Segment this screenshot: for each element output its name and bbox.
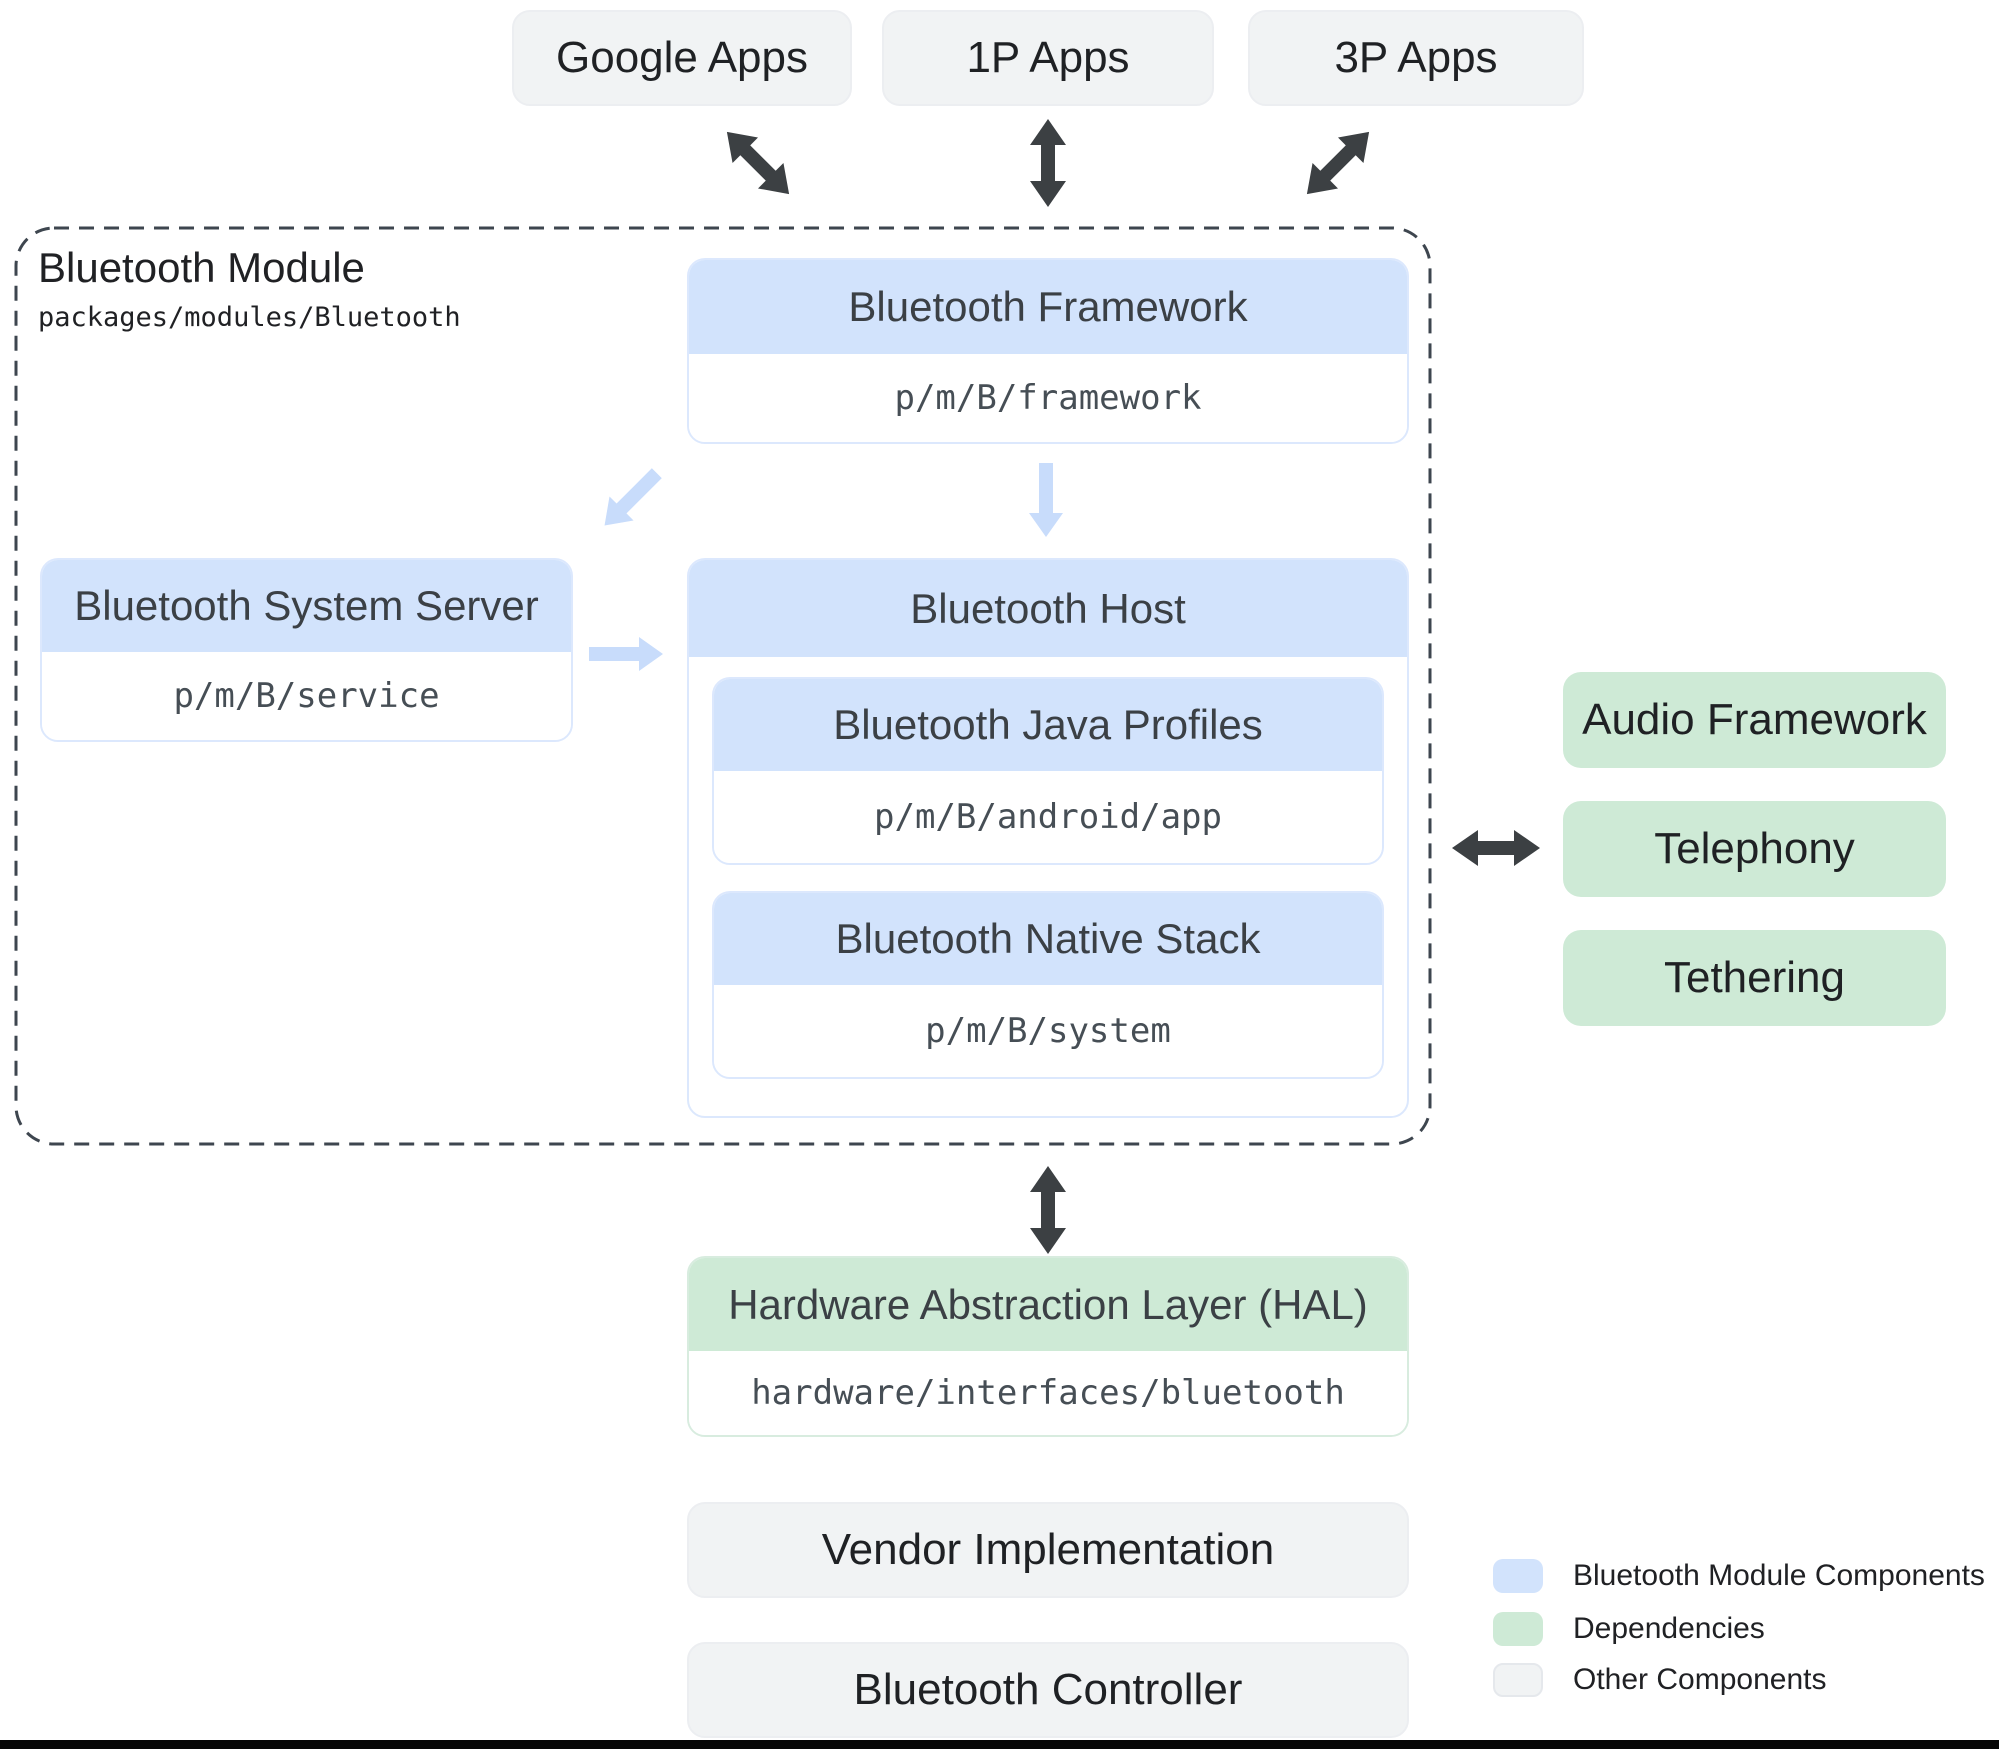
google-apps-box: Google Apps bbox=[512, 10, 852, 106]
bluetooth-java-profiles-card: Bluetooth Java Profiles p/m/B/android/ap… bbox=[712, 677, 1384, 865]
3p-apps-label: 3P Apps bbox=[1334, 33, 1498, 82]
bluetooth-java-profiles-title: Bluetooth Java Profiles bbox=[714, 679, 1382, 771]
framework-to-host-arrow-icon bbox=[1029, 463, 1063, 537]
module-to-hal-double-arrow-icon bbox=[1030, 1166, 1066, 1254]
bluetooth-system-server-path: p/m/B/service bbox=[42, 652, 571, 740]
framework-to-system-server-arrow-icon bbox=[604, 468, 662, 526]
1p-apps-module-double-arrow-icon bbox=[1030, 119, 1066, 207]
system-server-to-host-arrow-icon bbox=[589, 637, 663, 671]
bluetooth-system-server-card: Bluetooth System Server p/m/B/service bbox=[40, 558, 573, 742]
bluetooth-host-title: Bluetooth Host bbox=[689, 560, 1407, 657]
hal-title: Hardware Abstraction Layer (HAL) bbox=[689, 1258, 1407, 1351]
bluetooth-framework-card: Bluetooth Framework p/m/B/framework bbox=[687, 258, 1409, 444]
bluetooth-native-stack-card: Bluetooth Native Stack p/m/B/system bbox=[712, 891, 1384, 1079]
vendor-implementation-box: Vendor Implementation bbox=[687, 1502, 1409, 1598]
3p-apps-box: 3P Apps bbox=[1248, 10, 1584, 106]
audio-framework-box: Audio Framework bbox=[1563, 672, 1946, 768]
bluetooth-controller-box: Bluetooth Controller bbox=[687, 1642, 1409, 1738]
1p-apps-label: 1P Apps bbox=[966, 33, 1130, 82]
hal-card: Hardware Abstraction Layer (HAL) hardwar… bbox=[687, 1256, 1409, 1437]
legend-swatch-green bbox=[1493, 1612, 1543, 1646]
vendor-implementation-label: Vendor Implementation bbox=[821, 1525, 1275, 1574]
bluetooth-host-body: Bluetooth Java Profiles p/m/B/android/ap… bbox=[689, 657, 1407, 1116]
legend-item-dependencies: Dependencies bbox=[1493, 1612, 1765, 1646]
bluetooth-module-path: packages/modules/Bluetooth bbox=[38, 302, 461, 333]
bluetooth-framework-path: p/m/B/framework bbox=[689, 354, 1407, 442]
module-to-dependencies-double-arrow-icon bbox=[1452, 830, 1540, 866]
3p-apps-module-double-arrow-icon bbox=[1306, 131, 1370, 195]
legend-swatch-gray bbox=[1493, 1663, 1543, 1697]
google-apps-module-double-arrow-icon bbox=[726, 131, 790, 195]
bottom-edge-bar bbox=[0, 1740, 1999, 1749]
legend-label-dependencies: Dependencies bbox=[1573, 1612, 1765, 1645]
bluetooth-controller-label: Bluetooth Controller bbox=[853, 1665, 1243, 1714]
tethering-box: Tethering bbox=[1563, 930, 1946, 1026]
bluetooth-framework-title: Bluetooth Framework bbox=[689, 260, 1407, 354]
telephony-box: Telephony bbox=[1563, 801, 1946, 897]
bluetooth-native-stack-path: p/m/B/system bbox=[714, 985, 1382, 1077]
hal-path: hardware/interfaces/bluetooth bbox=[689, 1351, 1407, 1435]
legend-item-module-components: Bluetooth Module Components bbox=[1493, 1559, 1985, 1593]
telephony-label: Telephony bbox=[1654, 824, 1855, 873]
audio-framework-label: Audio Framework bbox=[1582, 695, 1927, 744]
legend-label-other-components: Other Components bbox=[1573, 1663, 1827, 1696]
bluetooth-system-server-title: Bluetooth System Server bbox=[42, 560, 571, 652]
bluetooth-host-card: Bluetooth Host Bluetooth Java Profiles p… bbox=[687, 558, 1409, 1118]
tethering-label: Tethering bbox=[1663, 953, 1845, 1002]
legend-item-other-components: Other Components bbox=[1493, 1663, 1826, 1697]
1p-apps-box: 1P Apps bbox=[882, 10, 1214, 106]
bluetooth-module-container bbox=[14, 226, 1432, 1146]
bluetooth-module-title: Bluetooth Module bbox=[38, 244, 365, 291]
bluetooth-java-profiles-path: p/m/B/android/app bbox=[714, 771, 1382, 863]
legend-swatch-blue bbox=[1493, 1559, 1543, 1593]
google-apps-label: Google Apps bbox=[556, 33, 808, 82]
legend-label-module-components: Bluetooth Module Components bbox=[1573, 1559, 1985, 1592]
bluetooth-native-stack-title: Bluetooth Native Stack bbox=[714, 893, 1382, 985]
